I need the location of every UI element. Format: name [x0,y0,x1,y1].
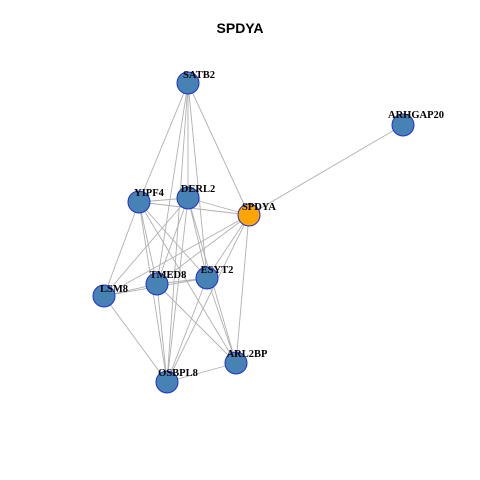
nodes-layer [92,71,415,394]
edge-esyt2-osbpl8 [166,277,208,383]
edge-tmed8-arl2bp [156,283,237,364]
edge-satb2-spdya [187,82,250,216]
node-label-spdya: SPDYA [242,202,276,213]
edge-tmed8-osbpl8 [156,283,168,383]
edge-satb2-esyt2 [187,82,208,279]
edge-esyt2-arl2bp [206,277,237,364]
node-label-tmed8: TMED8 [150,270,187,281]
node-label-osbpl8: OSBPL8 [158,368,198,379]
edge-satb2-tmed8 [156,82,189,285]
node-label-arl2bp: ARL2BP [227,349,268,360]
node-tmed8[interactable] [145,272,169,296]
edge-satb2-yipf4 [138,82,189,203]
node-esyt2[interactable] [195,266,219,290]
edge-derl2-osbpl8 [166,197,189,383]
node-arl2bp[interactable] [224,351,248,375]
edge-satb2-osbpl8 [166,82,189,383]
edge-lsm8-osbpl8 [103,295,168,383]
edge-spdya-tmed8 [156,214,250,285]
node-label-esyt2: ESYT2 [201,265,234,276]
node-label-arhgap20: ARHGAP20 [388,110,444,121]
node-satb2[interactable] [176,71,200,95]
edge-spdya-arl2bp [235,214,250,364]
node-label-lsm8: LSM8 [100,284,128,295]
edge-spdya-lsm8 [103,214,250,297]
edge-yipf4-lsm8 [103,201,140,297]
edge-derl2-esyt2 [187,197,208,279]
edge-arhgap20-spdya [248,124,404,216]
edge-spdya-osbpl8 [166,214,250,383]
node-label-yipf4: YIPF4 [134,188,164,199]
node-yipf4[interactable] [127,190,151,214]
edge-spdya-esyt2 [206,214,250,279]
edge-yipf4-tmed8 [138,201,158,285]
node-spdya[interactable] [237,203,261,227]
node-lsm8[interactable] [92,284,116,308]
edges-layer [103,82,404,383]
node-derl2[interactable] [176,186,200,210]
edge-yipf4-arl2bp [138,201,237,364]
node-arhgap20[interactable] [391,113,415,137]
node-osbpl8[interactable] [155,370,179,394]
graph-title: SPDYA [216,20,264,36]
edge-yipf4-spdya [138,201,250,216]
edge-derl2-tmed8 [156,197,189,285]
node-label-derl2: DERL2 [181,184,215,195]
edge-derl2-lsm8 [103,197,189,297]
node-label-satb2: SATB2 [183,70,215,81]
edge-arl2bp-osbpl8 [166,362,237,383]
